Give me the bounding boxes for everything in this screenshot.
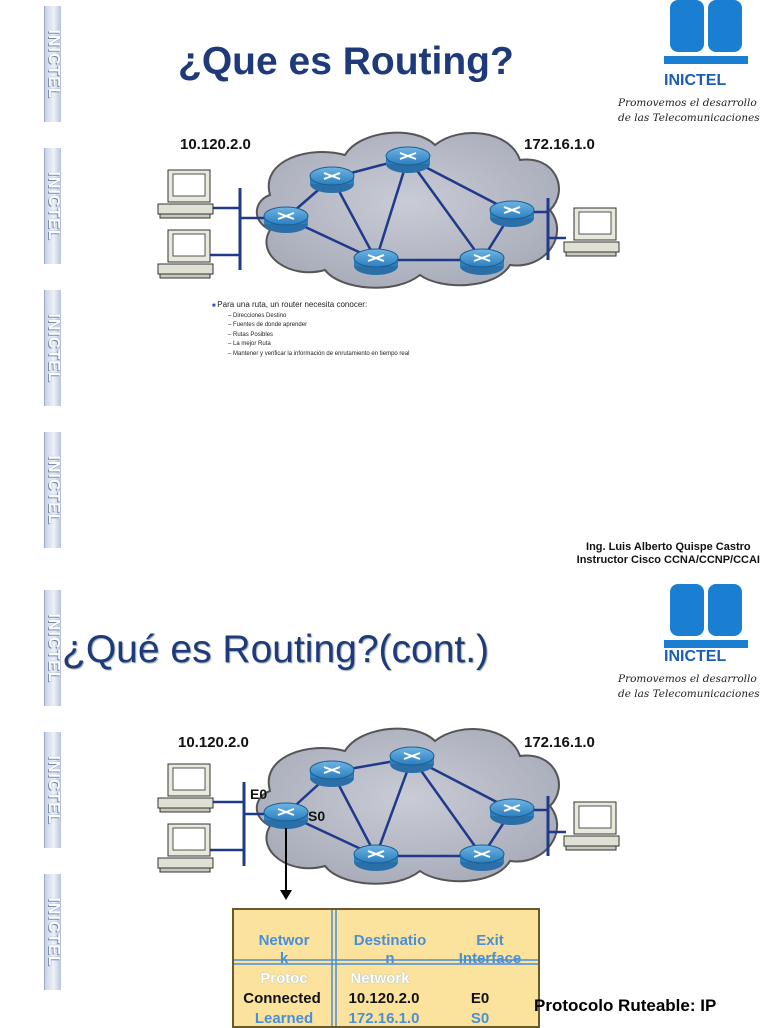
- router-icon: [459, 844, 505, 871]
- sidebar-tab-label: INICTEL: [45, 755, 62, 825]
- table-row-learned-protocol: Learned: [254, 1010, 314, 1027]
- router-icon: [263, 802, 309, 829]
- interface-e0-label: E0: [250, 786, 268, 802]
- table-grid: [234, 910, 538, 1026]
- sidebar-tab: INICTEL: [44, 290, 62, 406]
- arrow-down-icon: [280, 890, 292, 900]
- computer-icon: [563, 207, 620, 257]
- sidebar: INICTEL INICTEL INICTEL INICTEL INICTEL …: [0, 0, 62, 1024]
- logo-slogan: Promovemos el desarrollo de las Telecomu…: [618, 96, 768, 126]
- sidebar-tab-label: INICTEL: [45, 613, 62, 683]
- inictel-logo: INICTEL Promovemos el desarrollo de las …: [618, 0, 768, 135]
- logo-mark-icon: [664, 0, 748, 64]
- table-row-learned-network: 172.16.1.0: [348, 1010, 420, 1027]
- table-header-destination: Destinatio n: [353, 932, 427, 967]
- router-icon: [389, 746, 435, 773]
- table-protocol-label: Protoc: [260, 970, 308, 987]
- slide1-network-left: 10.120.2.0: [180, 136, 251, 153]
- sidebar-tab: INICTEL: [44, 432, 62, 548]
- slide1-network-right: 172.16.1.0: [524, 136, 595, 153]
- bullet-item: Direcciones Destino: [212, 312, 409, 322]
- router-icon: [385, 146, 431, 173]
- logo-slogan-line2: de las Telecomunicaciones: [618, 688, 760, 700]
- routable-protocol-label: Protocolo Ruteable: IP: [534, 996, 717, 1015]
- router-icon: [309, 760, 355, 787]
- routers: [263, 146, 535, 275]
- logo-brand: INICTEL: [664, 72, 727, 89]
- logo-slogan-line1: Promovemos el desarrollo: [618, 673, 757, 685]
- routing-table: Networ k Destinatio n Exit Interface Pro…: [232, 908, 540, 1028]
- sidebar-tab: INICTEL: [44, 732, 62, 848]
- sidebar-tab: INICTEL: [44, 6, 62, 122]
- slide2-network-diagram: [157, 727, 620, 900]
- table-row-learned-interface: S0: [470, 1010, 490, 1027]
- slide2-title: ¿Qué es Routing?(cont.): [62, 628, 490, 671]
- computer-icon: [157, 823, 214, 873]
- table-row-connected-protocol: Connected: [243, 990, 321, 1007]
- bullet-item: Rutas Posibles: [212, 331, 409, 341]
- slide2-network-right: 172.16.1.0: [524, 734, 595, 751]
- table-network-label: Network: [350, 970, 410, 987]
- sidebar-tab: INICTEL: [44, 874, 62, 990]
- slide1-network-diagram: [157, 131, 620, 289]
- sidebar-tab-label: INICTEL: [45, 171, 62, 241]
- router-icon: [353, 248, 399, 275]
- slide1-bullets: Para una ruta, un router necesita conoce…: [212, 300, 409, 360]
- slide2-network-left: 10.120.2.0: [178, 734, 249, 751]
- table-row-connected-interface: E0: [470, 990, 490, 1007]
- bullet-item: La mejor Ruta: [212, 340, 409, 350]
- computer-icon: [563, 801, 620, 851]
- author-block: Ing. Luis Alberto Quispe Castro Instruct…: [577, 541, 760, 567]
- author-role: Instructor Cisco CCNA/CCNP/CCAI: [576, 554, 760, 566]
- table-header-network: Networ k: [258, 932, 310, 967]
- computer-icon: [157, 169, 214, 219]
- router-icon: [489, 798, 535, 825]
- table-header-exit-interface: Exit Interface: [458, 932, 522, 967]
- bullet-item: Mantener y verificar la información de e…: [212, 350, 409, 360]
- sidebar-tab: INICTEL: [44, 148, 62, 264]
- router-icon: [489, 200, 535, 227]
- sidebar-tab-label: INICTEL: [45, 313, 62, 383]
- logo-brand: INICTEL: [664, 648, 727, 665]
- sidebar-tab-label: INICTEL: [45, 897, 62, 967]
- router-icon: [309, 166, 355, 193]
- logo-slogan: Promovemos el desarrollo de las Telecomu…: [618, 672, 768, 702]
- router-icon: [459, 248, 505, 275]
- logo-slogan-line2: de las Telecomunicaciones: [618, 112, 760, 124]
- interface-s0-label: S0: [308, 808, 326, 824]
- sidebar-tab: INICTEL: [44, 590, 62, 706]
- logo-slogan-line1: Promovemos el desarrollo: [618, 97, 757, 109]
- inictel-logo: INICTEL Promovemos el desarrollo de las …: [618, 584, 768, 719]
- router-icon: [353, 844, 399, 871]
- author-name: Ing. Luis Alberto Quispe Castro: [586, 541, 751, 553]
- bullet-main: Para una ruta, un router necesita conoce…: [212, 300, 409, 312]
- logo-mark-icon: [664, 584, 748, 648]
- slide1-title: ¿Que es Routing?: [178, 40, 514, 83]
- table-row-connected-network: 10.120.2.0: [348, 990, 420, 1007]
- computer-icon: [157, 763, 214, 813]
- sidebar-tab-label: INICTEL: [45, 29, 62, 99]
- router-icon: [263, 206, 309, 233]
- computer-icon: [157, 229, 214, 279]
- bullet-item: Fuentes de donde aprender: [212, 321, 409, 331]
- sidebar-tab-label: INICTEL: [45, 455, 62, 525]
